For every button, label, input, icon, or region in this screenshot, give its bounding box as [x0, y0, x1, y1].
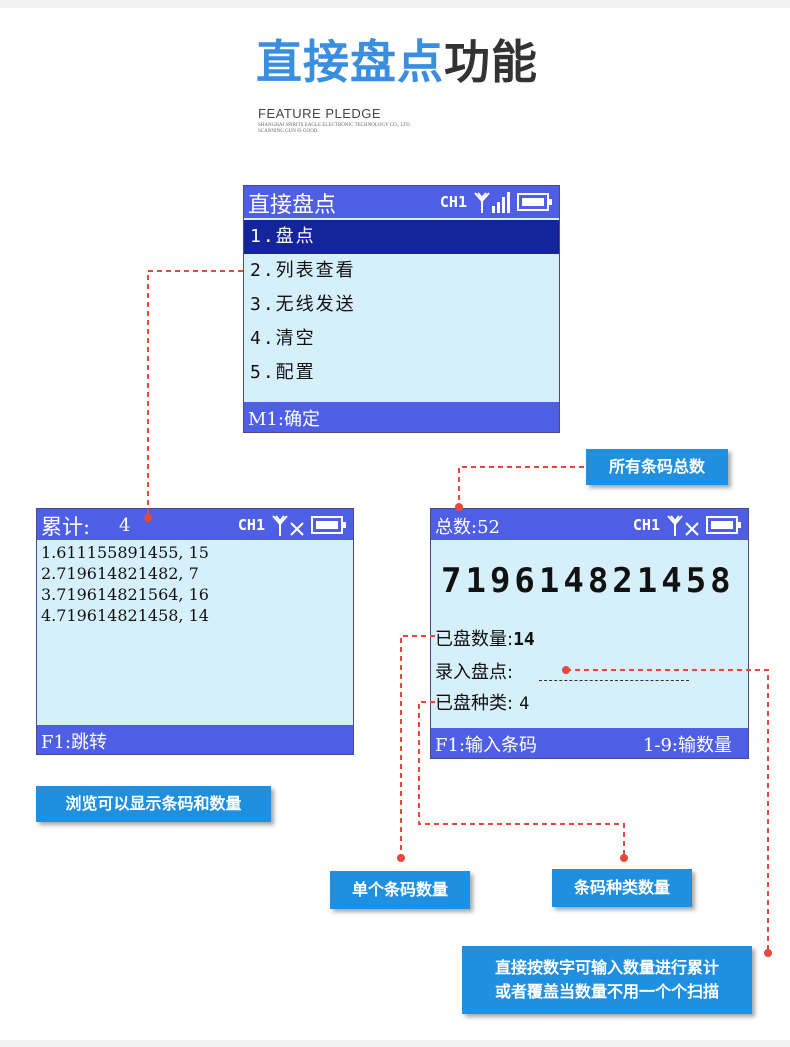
- company-line-1: SHANGHAI SPIRITS EAGLE ELECTRONIC TECHNO…: [258, 123, 410, 128]
- menu-screen-title: 直接盘点: [248, 193, 337, 218]
- company-line: SHANGHAI SPIRITS EAGLE ELECTRONIC TECHNO…: [258, 123, 458, 135]
- list-row[interactable]: 4.719614821458, 14: [41, 606, 209, 625]
- callout-direct-line1: 直接按数字可输入数量进行累计: [494, 958, 719, 977]
- battery-icon: [311, 515, 346, 534]
- channel-label: CH1: [237, 515, 265, 534]
- callout-direct-input: 直接按数字可输入数量进行累计 或者覆盖当数量不用一个个扫描: [462, 946, 752, 1014]
- status-area: CH1: [633, 509, 742, 540]
- list-row[interactable]: 3.719614821564, 16: [41, 585, 209, 604]
- counted-qty-label: 已盘数量:: [435, 629, 514, 650]
- count-screen: 总数:52 CH1 719614821458 已盘数量:14 录入盘点: 已盘种…: [430, 508, 749, 759]
- list-total-label: 累计:: [41, 515, 91, 539]
- status-area: CH1: [440, 186, 553, 218]
- list-total-value: 4: [119, 515, 131, 536]
- menu-item-4[interactable]: 4.清空: [250, 328, 316, 349]
- list-row[interactable]: 2.719614821482, 7: [41, 564, 199, 583]
- menu-screen: 直接盘点 CH1 1.盘点 2.列表查看 3.无线发送 4.清空 5.配置 M1…: [243, 185, 560, 433]
- page-title-highlight: 直接盘点: [256, 35, 444, 89]
- connector-total: [458, 466, 584, 507]
- antenna-icon: [474, 192, 490, 213]
- menu-item-1[interactable]: 1.盘点: [244, 220, 559, 254]
- menu-footer[interactable]: M1:确定: [248, 409, 320, 430]
- callout-single-qty: 单个条码数量: [330, 871, 470, 909]
- input-count-field[interactable]: [539, 680, 689, 681]
- battery-icon: [706, 515, 741, 534]
- battery-icon: [517, 193, 552, 211]
- page-title: 直接盘点功能: [256, 32, 538, 92]
- input-count-row: 录入盘点:: [435, 658, 513, 684]
- counted-qty-value: 14: [513, 629, 535, 650]
- kinds-value: 4: [519, 694, 530, 714]
- count-footer-right[interactable]: 1-9:输数量: [642, 735, 732, 756]
- callout-kind-qty: 条码种类数量: [552, 869, 692, 907]
- connector-dot: [397, 854, 405, 862]
- signal-bars-icon: [492, 192, 510, 213]
- company-line-2: SCANNING GUN IS GOOD.: [258, 129, 319, 134]
- kinds-label: 已盘种类:: [435, 693, 514, 714]
- list-title-bar: 累计: 4 CH1: [37, 509, 353, 540]
- list-footer-bar: F1:跳转: [37, 725, 353, 754]
- count-title-bar: 总数:52 CH1: [431, 509, 748, 540]
- channel-label: CH1: [439, 193, 467, 211]
- kinds-row: 已盘种类:4: [435, 689, 529, 715]
- menu-item-5[interactable]: 5.配置: [250, 362, 316, 383]
- menu-footer-bar: M1:确定: [244, 402, 559, 432]
- list-row[interactable]: 1.611155891455, 15: [41, 543, 209, 562]
- bottom-band: [0, 1040, 790, 1047]
- scanned-barcode: 719614821458: [441, 561, 735, 601]
- menu-item-2[interactable]: 2.列表查看: [250, 260, 356, 281]
- count-footer-left[interactable]: F1:输入条码: [435, 735, 538, 756]
- connector-dot: [620, 854, 628, 862]
- connector-dot: [764, 949, 772, 957]
- top-band: [0, 0, 790, 8]
- counted-qty-row: 已盘数量:14: [435, 625, 535, 651]
- count-total: 总数:52: [435, 517, 500, 538]
- list-footer[interactable]: F1:跳转: [41, 732, 108, 753]
- list-screen: 累计: 4 CH1 1.611155891455, 15 2.719614821…: [36, 508, 354, 755]
- input-count-label: 录入盘点:: [435, 662, 514, 683]
- no-signal-icon: [667, 514, 699, 536]
- callout-direct-line2: 或者覆盖当数量不用一个个扫描: [494, 982, 719, 1001]
- connector-list-to-menu: [147, 270, 243, 518]
- page-subtitle: FEATURE PLEDGE: [258, 106, 382, 121]
- menu-title-bar: 直接盘点 CH1: [244, 186, 559, 218]
- no-signal-icon: [272, 514, 304, 536]
- callout-browse: 浏览可以显示条码和数量: [36, 786, 271, 822]
- callout-all-total: 所有条码总数: [586, 449, 728, 485]
- menu-item-3[interactable]: 3.无线发送: [250, 294, 356, 315]
- channel-label: CH1: [632, 515, 660, 534]
- status-area: CH1: [238, 509, 347, 540]
- count-footer-bar: F1:输入条码 1-9:输数量: [431, 728, 748, 758]
- page-title-rest: 功能: [444, 35, 538, 89]
